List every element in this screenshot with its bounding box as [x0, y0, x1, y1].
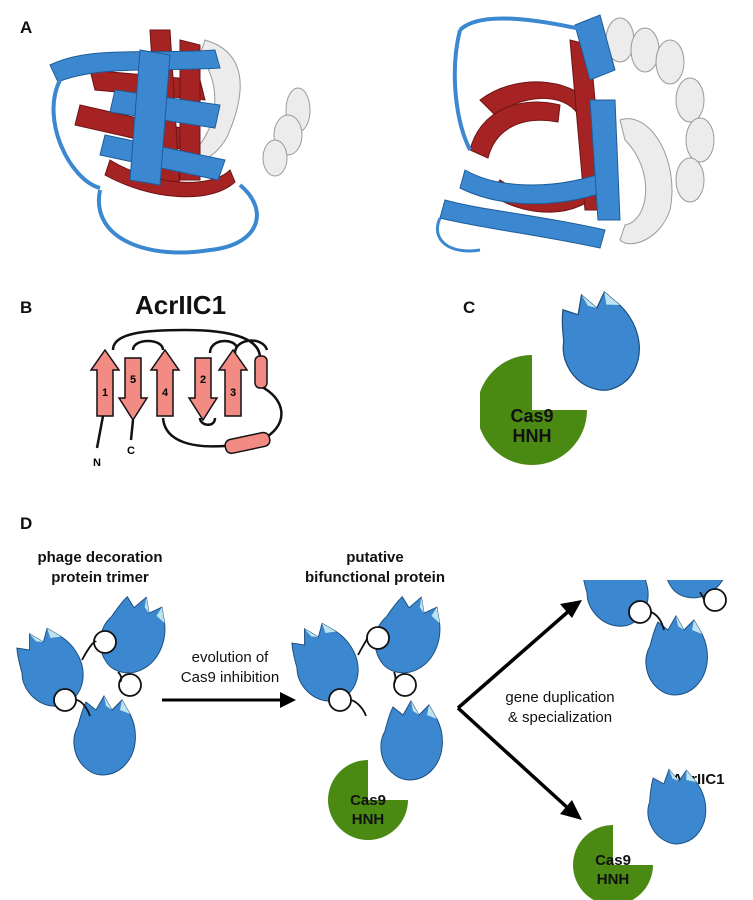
strand-label: 4 — [162, 387, 169, 399]
stage1-label-line1: phage decoration — [37, 549, 163, 566]
stage2-label-line2: bifunctional protein — [305, 569, 445, 586]
panel-label-b: B — [20, 298, 33, 317]
arrow1-label-line1: evolution of — [191, 649, 269, 666]
arrow2-label-line1: gene duplication — [505, 689, 615, 706]
stage1-label-line2: protein trimer — [51, 569, 149, 586]
acriic1-title: AcrIIC1 — [135, 290, 227, 320]
panel-label-c: C — [463, 298, 476, 317]
evolution-diagram: Cas9 HNH Cas9 HNH — [2, 580, 742, 900]
topology-diagram: 1 5 4 2 3 N C — [89, 328, 283, 469]
bifunctional-protein: Cas9 HNH — [277, 586, 452, 840]
protein-structure-left — [49, 29, 311, 255]
c-terminus-label: C — [127, 445, 135, 457]
phage-trimer — [2, 586, 177, 776]
arrow2-label-line2: & specialization — [507, 709, 613, 726]
panel-label-d: D — [20, 514, 33, 533]
strand-label: 3 — [230, 387, 236, 399]
hnh-label: HNH — [352, 811, 385, 828]
panel-label-a: A — [20, 18, 33, 37]
strand-label: 2 — [200, 374, 206, 386]
specialized-trimer — [567, 580, 742, 696]
panel-c-illustration: Cas9 HNH — [480, 290, 653, 465]
protein-structure-right — [436, 14, 715, 253]
arrow1-label-line2: Cas9 inhibition — [180, 669, 280, 686]
acriic1-cas9-complex: Cas9 HNH — [573, 763, 712, 900]
cas9-hnh-domain — [480, 355, 587, 465]
strand-label: 5 — [130, 374, 136, 386]
hnh-label: HNH — [513, 426, 552, 446]
strand-label: 1 — [102, 387, 108, 399]
n-terminus-label: N — [93, 457, 101, 469]
cas9-label: Cas9 — [350, 792, 386, 809]
stage2-label-line1: putative — [346, 549, 404, 566]
cas9-label: Cas9 — [595, 852, 631, 869]
cas9-label: Cas9 — [510, 406, 553, 426]
hnh-label: HNH — [597, 871, 630, 888]
